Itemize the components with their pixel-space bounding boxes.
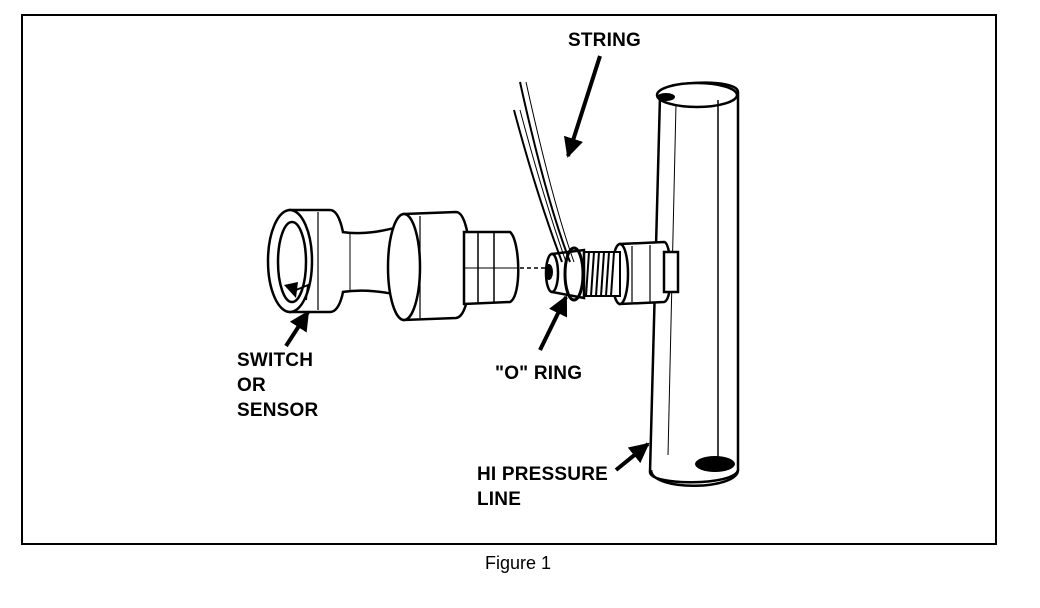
- figure-caption: Figure 1: [0, 553, 1040, 574]
- string-lines: [513, 81, 575, 263]
- o-ring-label: "O" RING: [495, 363, 583, 384]
- hi-pressure-label-line1: HI PRESSURE: [477, 464, 609, 485]
- figure-caption-text: Figure 1: [484, 553, 552, 573]
- o-ring-arrow: [538, 295, 568, 351]
- fitting-threads: [583, 251, 621, 297]
- switch-sensor-label-line3: SENSOR: [237, 400, 319, 421]
- leader-arrows: [284, 55, 650, 472]
- hi-pressure-label-line2: LINE: [477, 489, 522, 510]
- switch-sensor: [266, 208, 520, 322]
- switch-sensor-label-line1: SWITCH: [237, 350, 314, 371]
- pipe-fitting: [610, 240, 680, 306]
- switch-sensor-label-line2: OR: [237, 375, 266, 396]
- string-arrow: [563, 55, 602, 158]
- switch-arrow: [284, 310, 310, 348]
- fitting-nozzle: [544, 246, 586, 302]
- figure-frame: [21, 14, 997, 545]
- string-label: STRING: [568, 30, 641, 51]
- hi-pressure-pipe: [648, 81, 740, 487]
- pressure-arrow: [614, 442, 650, 472]
